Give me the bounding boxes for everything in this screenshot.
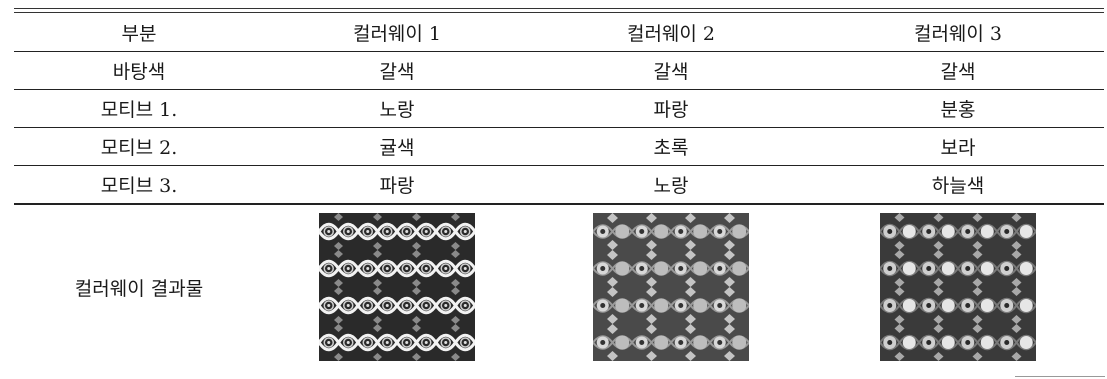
table-cell: 초록	[653, 137, 689, 159]
table-cell: 갈색	[940, 61, 976, 83]
table-row: 모티브 3. 파랑 노랑 하늘색	[14, 166, 1104, 203]
row-label: 모티브 3.	[100, 175, 178, 197]
header-divider	[14, 51, 1104, 52]
table-top-rule	[14, 8, 1104, 9]
row-label: 바탕색	[112, 61, 166, 83]
table-cell: 귤색	[379, 137, 415, 159]
header-colorway-2: 컬러웨이 2	[626, 22, 716, 45]
table-cell: 노랑	[379, 99, 415, 121]
table-cell: 갈색	[379, 61, 415, 83]
row-divider	[14, 89, 1104, 90]
row-label: 모티브 1.	[100, 99, 178, 121]
table-cell: 보라	[940, 137, 976, 159]
header-colorway-1: 컬러웨이 1	[352, 22, 442, 45]
table-header-row: 부분 컬러웨이 1 컬러웨이 2 컬러웨이 3	[14, 13, 1104, 51]
header-part: 부분	[121, 22, 157, 45]
table-cell: 분홍	[940, 99, 976, 121]
result-label: 컬러웨이 결과물	[74, 277, 204, 300]
table-cell: 노랑	[653, 175, 689, 197]
colorway-table: 부분 컬러웨이 1 컬러웨이 2 컬러웨이 3 바탕색 갈색 갈색 갈색 모티브…	[14, 8, 1104, 369]
table-row: 바탕색 갈색 갈색 갈색	[14, 52, 1104, 89]
result-row: 컬러웨이 결과물	[14, 205, 1104, 369]
table-row: 모티브 1. 노랑 파랑 분홍	[14, 90, 1104, 127]
row-divider	[14, 165, 1104, 166]
colorway-1-cell	[264, 205, 530, 369]
header-colorway-3: 컬러웨이 3	[913, 22, 1003, 45]
colorway-3-swatch-image	[880, 213, 1036, 361]
colorway-2-swatch-image	[593, 213, 749, 361]
bottom-rule-fragment	[1015, 376, 1105, 377]
table-row: 모티브 2. 귤색 초록 보라	[14, 128, 1104, 165]
table-top-rule-inner	[14, 12, 1104, 13]
row-divider	[14, 127, 1104, 128]
colorway-2-cell	[530, 205, 812, 369]
table-cell: 파랑	[653, 99, 689, 121]
colorway-3-cell	[812, 205, 1104, 369]
table-cell: 하늘색	[931, 175, 985, 197]
section-divider	[14, 203, 1104, 205]
table-cell: 갈색	[653, 61, 689, 83]
row-label: 모티브 2.	[100, 137, 178, 159]
colorway-1-swatch-image	[319, 213, 475, 361]
table-cell: 파랑	[379, 175, 415, 197]
